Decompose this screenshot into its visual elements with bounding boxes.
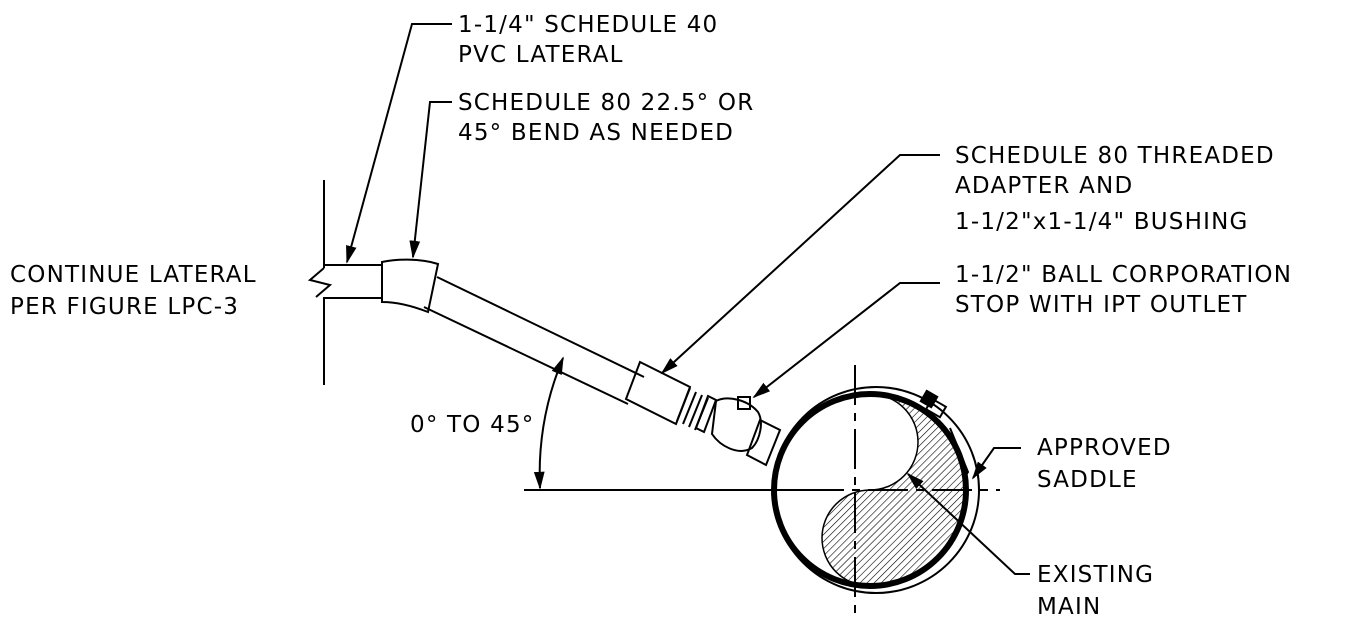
label-main-2: MAIN [1037,594,1101,620]
label-continue-2: PER FIGURE LPC-3 [10,294,239,320]
label-lateral-2: PVC LATERAL [458,42,624,68]
angled-pipe [423,276,645,405]
bushing [676,387,718,434]
label-bend-1: SCHEDULE 80 22.5° OR [458,90,754,116]
bend-fitting [381,258,440,314]
ball-corporation-stop [710,396,782,467]
label-saddle-1: APPROVED [1037,435,1172,461]
leaders [346,23,1030,575]
label-adapter-2: ADAPTER AND [955,173,1133,199]
threaded-adapter [624,360,692,426]
saddle-bolt [919,389,970,479]
label-continue-1: CONTINUE LATERAL [10,262,257,288]
label-saddle-2: SADDLE [1037,467,1138,493]
label-angle: 0° TO 45° [410,412,534,438]
lateral-stub [324,264,382,299]
break-line [307,180,333,385]
label-adapter-1: SCHEDULE 80 THREADED [955,143,1275,169]
label-stop-2: STOP WITH IPT OUTLET [955,292,1248,318]
label-lateral-1: 1-1/4" SCHEDULE 40 [458,12,718,38]
label-adapter-3: 1-1/2"x1-1/4" BUSHING [955,209,1249,235]
label-bend-2: 45° BEND AS NEEDED [458,120,734,146]
existing-main [740,365,1000,620]
label-stop-1: 1-1/2" BALL CORPORATION [955,262,1292,288]
label-main-1: EXISTING [1037,562,1154,588]
